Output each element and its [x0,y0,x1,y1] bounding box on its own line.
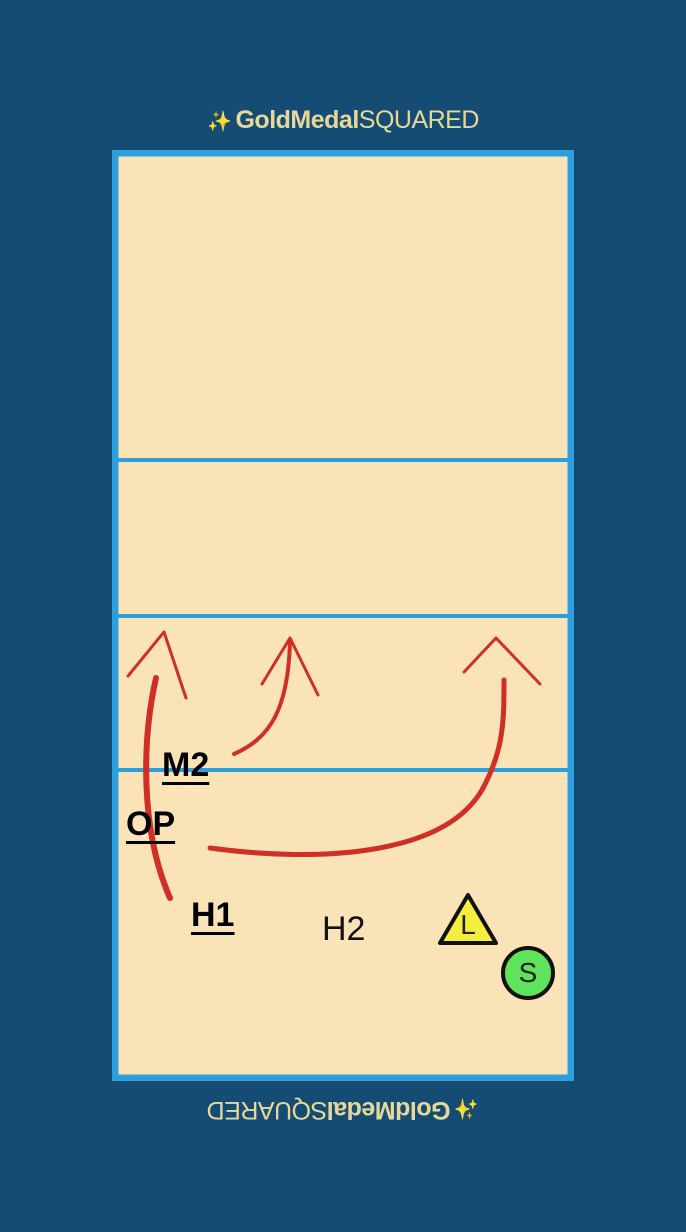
sparkle-icon: ✨ [207,111,232,133]
sparkle-icon: ✨ [454,1097,479,1119]
setter-marker [501,946,555,1000]
volleyball-court: M2 OP H1 H2 L S [112,150,574,1081]
m2-approach-arrow [232,640,292,756]
player-m2: M2 [162,746,210,784]
brand-logo-bottom: ✨GoldMedalSQUARED [207,1096,479,1124]
op-approach-arrow [143,675,173,901]
h2-arrow-head [462,636,542,686]
player-op: OP [126,805,176,843]
setter-label: S [518,957,538,988]
player-h2: H2 [322,910,366,948]
m2-arrow-head [260,636,320,697]
op-arrow-head [126,630,188,700]
brand-logo-top: ✨GoldMedalSQUARED [207,106,479,134]
libero-label: L [460,909,476,940]
player-h1: H1 [191,896,235,934]
court-diagram [112,150,574,1081]
libero-marker [438,893,498,945]
h2-approach-arrow [207,677,507,858]
